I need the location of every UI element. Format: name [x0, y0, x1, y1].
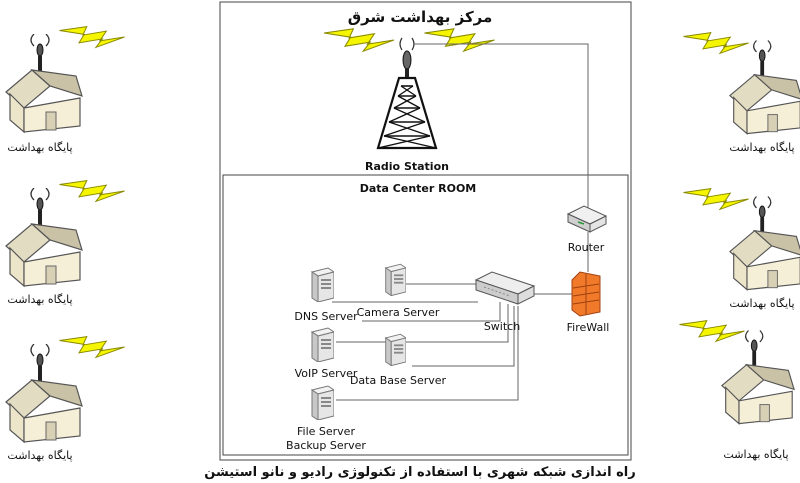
voip-server-icon: [311, 327, 334, 362]
router-label: Router: [568, 241, 605, 254]
camera-server-label: Camera Server: [357, 306, 440, 319]
lightning-icon: [682, 188, 750, 210]
health-base-label: پایگاه بهداشت: [729, 297, 794, 310]
radio-tower-icon: [376, 37, 438, 150]
file-server-label: File Server: [297, 425, 355, 438]
switch-icon: [474, 271, 536, 305]
health-base-house-icon: [729, 196, 800, 291]
firewall-icon: [571, 271, 601, 317]
lightning-icon: [423, 28, 496, 52]
camera-server-icon: [385, 263, 406, 296]
diagram-caption: راه اندازی شبکه شهری با استفاده از تکنول…: [204, 465, 635, 480]
lightning-icon: [323, 28, 395, 52]
center-frame: [219, 1, 632, 461]
switch-label: Switch: [484, 320, 520, 333]
health-base-house-icon: [5, 344, 83, 443]
health-base-house-icon: [721, 330, 795, 425]
lightning-icon: [682, 31, 750, 55]
health-base-label: پایگاه بهداشت: [7, 293, 72, 306]
voip-server-label: VoIP Server: [295, 367, 358, 380]
health-base-label: پایگاه بهداشت: [729, 141, 794, 154]
lightning-icon: [58, 336, 126, 358]
backup-server-label: Backup Server: [286, 439, 366, 452]
connections: [332, 43, 589, 401]
lightning-icon: [58, 180, 126, 202]
firewall-label: FireWall: [567, 321, 610, 334]
lightning-icon: [58, 26, 126, 49]
health-base-label: پایگاه بهداشت: [723, 448, 788, 461]
center-title: مرکز بهداشت شرق: [348, 8, 493, 26]
data-center-label: Data Center ROOM: [360, 182, 477, 195]
database-server-icon: [385, 333, 406, 366]
dns-server-label: DNS Server: [294, 310, 358, 323]
health-base-label: پایگاه بهداشت: [7, 141, 72, 154]
radio-station-label: Radio Station: [365, 160, 449, 173]
health-base-label: پایگاه بهداشت: [7, 449, 72, 462]
database-server-label: Data Base Server: [350, 374, 447, 387]
health-base-house-icon: [729, 40, 800, 135]
file-server-icon: [311, 385, 334, 420]
lightning-icon: [678, 320, 746, 342]
health-base-house-icon: [5, 188, 83, 287]
dns-server-icon: [311, 267, 334, 302]
data-center-frame: [222, 174, 629, 456]
router-icon: [566, 205, 608, 233]
health-base-house-icon: [5, 34, 83, 133]
